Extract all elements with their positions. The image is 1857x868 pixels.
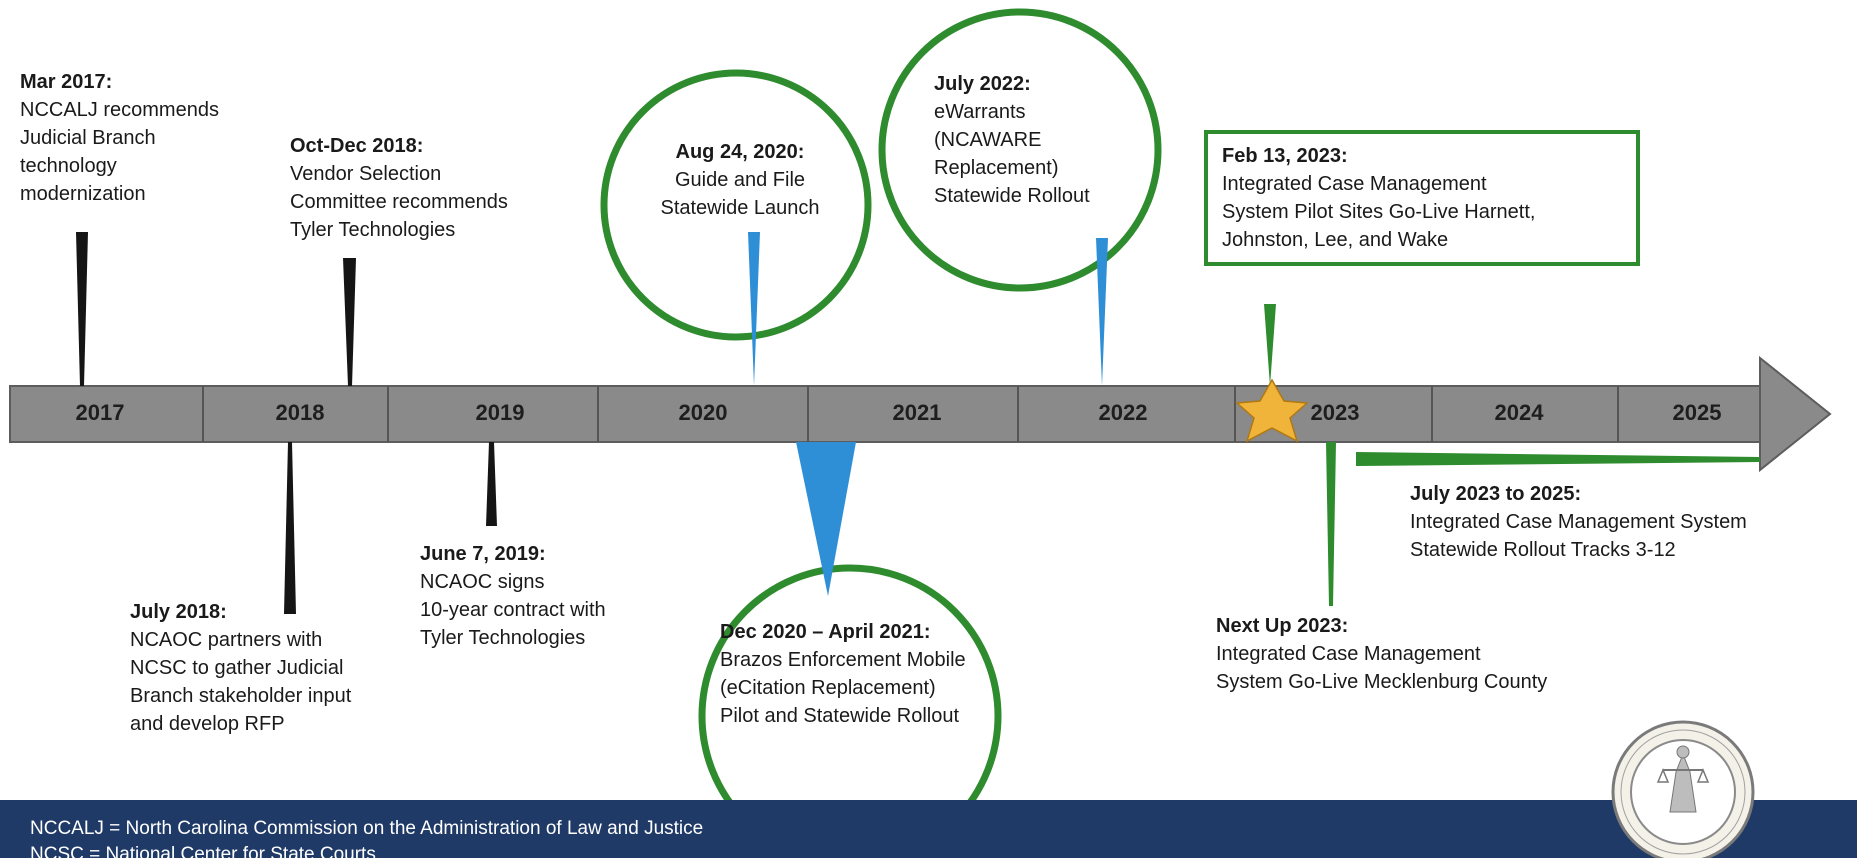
pointer-dec-2020 [796,442,856,596]
pointer-june-2019 [486,442,497,526]
event-date: July 2018: [130,601,227,623]
event-july-2022: July 2022: eWarrants (NCAWARE Replacemen… [934,70,1090,210]
event-mar-2017: Mar 2017: NCCALJ recommends Judicial Bra… [20,68,219,208]
event-date: Oct-Dec 2018: [290,135,424,157]
year-label-2021: 2021 [892,400,942,425]
event-date: July 2022: [934,73,1031,95]
event-description: NCAOC partners with NCSC to gather Judic… [130,629,352,735]
event-description: Vendor Selection Committee recommends Ty… [290,163,508,241]
event-description: Integrated Case Management System Pilot … [1222,173,1536,251]
event-description: NCCALJ recommends Judicial Branch techno… [20,99,219,205]
pointer-july-2022 [1096,238,1108,386]
year-label-2025: 2025 [1672,400,1722,425]
year-label-2020: 2020 [678,400,728,425]
year-label-2024: 2024 [1494,400,1544,425]
event-date: July 2023 to 2025: [1410,483,1582,505]
event-description: Integrated Case Management System Go-Liv… [1216,643,1548,693]
pointer-aug-2020 [748,232,760,386]
year-label-2022: 2022 [1098,400,1148,425]
event-description: Brazos Enforcement Mobile (eCitation Rep… [720,649,966,727]
timeline-arrow-body [9,385,1791,443]
event-date: Mar 2017: [20,71,113,93]
event-july-2018: July 2018: NCAOC partners with NCSC to g… [130,598,351,738]
timeline-arrow-head [1759,355,1832,473]
pointer-next-up-2023 [1326,442,1336,606]
year-label-2023: 2023 [1310,400,1360,425]
year-dividers [202,386,1619,442]
event-date: June 7, 2019: [420,543,546,565]
pointer-oct-dec-2018 [343,258,356,386]
abbreviations-footer: NCCALJ = North Carolina Commission on th… [0,800,1857,865]
event-description: eWarrants (NCAWARE Replacement) Statewid… [934,101,1090,207]
judicial-branch-seal-icon [1608,712,1758,864]
event-date: Dec 2020 – April 2021: [720,621,931,643]
event-date: Next Up 2023: [1216,615,1349,637]
event-july-2023-to-2025: July 2023 to 2025: Integrated Case Manag… [1410,480,1747,564]
footnote-nccalj: NCCALJ = North Carolina Commission on th… [30,818,704,839]
event-date: Aug 24, 2020: [675,141,805,163]
event-feb-2023: Feb 13, 2023: Integrated Case Management… [1204,130,1640,266]
star-icon [1235,378,1309,443]
event-oct-dec-2018: Oct-Dec 2018: Vendor Selection Committee… [290,132,508,244]
year-label-2017: 2017 [75,400,125,425]
pointer-rollout-2025 [1356,452,1760,466]
event-aug-2020: Aug 24, 2020: Guide and File Statewide L… [620,138,860,222]
event-next-up-2023: Next Up 2023: Integrated Case Management… [1216,612,1547,696]
event-dec-2020: Dec 2020 – April 2021: Brazos Enforcemen… [720,618,966,730]
event-description: Integrated Case Management System Statew… [1410,511,1747,561]
event-date: Feb 13, 2023: [1222,145,1348,167]
footnote-ncsc: NCSC = National Center for State Courts [30,844,376,865]
year-label-2019: 2019 [475,400,525,425]
event-june-2019: June 7, 2019: NCAOC signs 10-year contra… [420,540,606,652]
year-label-2018: 2018 [275,400,325,425]
pointer-july-2018 [284,442,296,614]
event-description: Guide and File Statewide Launch [660,169,820,219]
highlight-circle-guide-file [600,69,872,341]
pointer-mar-2017 [76,232,88,386]
highlight-circle-ewarrants [878,8,1162,292]
event-description: NCAOC signs 10-year contract with Tyler … [420,571,606,649]
pointer-feb-2023 [1264,304,1276,386]
highlight-circle-brazos [698,564,1002,858]
